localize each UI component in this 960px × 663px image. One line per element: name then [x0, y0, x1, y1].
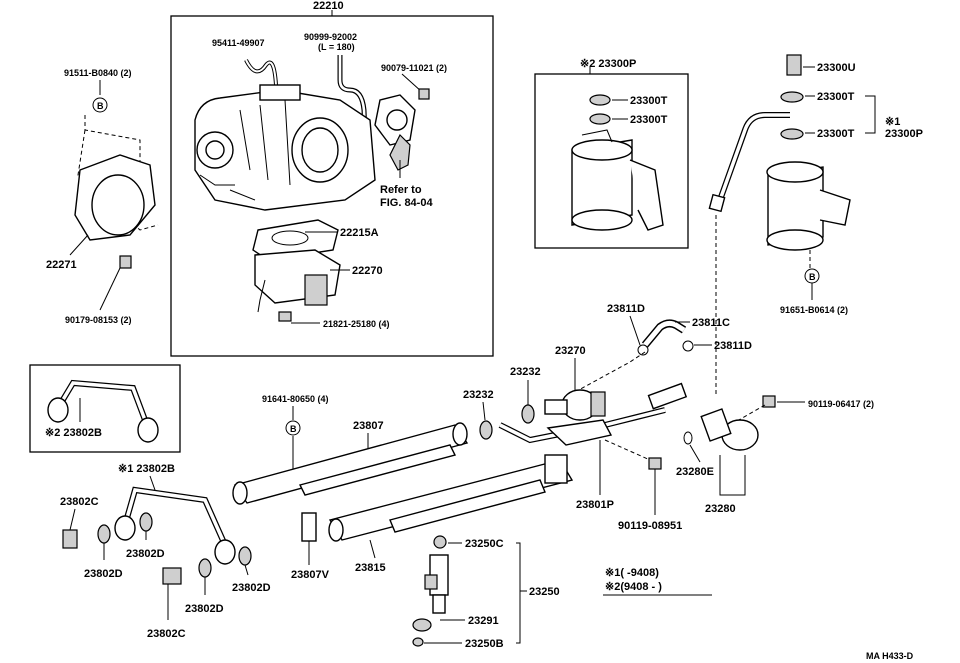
fuel-pipe-23801P — [498, 382, 688, 446]
label-23280E: 23280E — [676, 466, 714, 478]
union-bolt-23802C-a — [62, 529, 78, 549]
label-23802B-box: ※2 23802B — [45, 427, 102, 439]
label-refer-to: Refer to — [380, 184, 422, 196]
throttle-body — [194, 84, 416, 211]
washer-23300T-c — [780, 91, 804, 103]
label-23802D-c: 23802D — [232, 582, 271, 594]
label-b-mark-1: B — [97, 101, 104, 111]
crossover-group-box — [29, 364, 181, 453]
label-22215A: 22215A — [340, 227, 379, 239]
b-mark-3 — [285, 420, 301, 436]
label-fig-84-04: FIG. 84-04 — [380, 197, 433, 209]
label-23300T-b: 23300T — [630, 114, 668, 126]
label-90179-08153: 90179-08153 (2) — [65, 315, 132, 325]
o-ring-23232-a — [521, 404, 535, 424]
label-23300U: 23300U — [817, 62, 856, 74]
label-22270: 22270 — [352, 265, 383, 277]
bolt-90119-06417 — [762, 395, 776, 408]
label-90999-92002: 90999-92002 — [304, 32, 357, 42]
label-23815: 23815 — [355, 562, 386, 574]
label-23802C-b: 23802C — [147, 628, 186, 640]
label-star-1: ※1 — [885, 116, 900, 128]
label-23232-b: 23232 — [463, 389, 494, 401]
o-ring-23250B — [412, 637, 424, 647]
washer-23802D-c — [238, 546, 252, 566]
label-90119-08951: 90119-08951 — [618, 520, 682, 532]
label-b-mark-2: B — [809, 272, 816, 282]
label-22210: 22210 — [313, 0, 344, 12]
spacer-23807V — [301, 512, 317, 542]
bolt-21821 — [278, 311, 292, 322]
pulsation-damper-box — [571, 129, 664, 231]
label-23232-a: 23232 — [510, 366, 541, 378]
label-23250B: 23250B — [465, 638, 504, 650]
label-23300T-c: 23300T — [817, 91, 855, 103]
injector-23250 — [424, 535, 449, 614]
label-23802C-a: 23802C — [60, 496, 99, 508]
damper-group-box — [534, 73, 689, 249]
label-b-mark-3: B — [290, 424, 297, 434]
delivery-pipe-23815 — [328, 454, 574, 542]
union-bolt-23802C-b — [162, 567, 182, 585]
washer-23300T-d — [780, 128, 804, 140]
label-21821-25180: 21821-25180 (4) — [323, 319, 390, 329]
label-23300P-box: ※2 23300P — [580, 58, 636, 70]
label-23802D-a: 23802D — [84, 568, 123, 580]
label-91511-B0840: 91511-B0840 (2) — [64, 68, 132, 78]
label-23811D-a: 23811D — [607, 303, 645, 315]
crossover-pipe — [114, 486, 236, 565]
label-23811D-b: 23811D — [714, 340, 752, 352]
pipe-end — [708, 193, 726, 213]
gasket-22271 — [74, 154, 156, 241]
washer-23300T-a — [589, 94, 611, 106]
insulator-23291 — [412, 618, 432, 632]
legend-star-1: ※1( -9408) — [605, 567, 659, 579]
label-23250C: 23250C — [465, 538, 504, 550]
o-ring-23232-b — [479, 420, 493, 440]
label-22271: 22271 — [46, 259, 77, 271]
label-91651-B0614: 91651-B0614 (2) — [780, 305, 848, 315]
label-23802B: ※1 23802B — [118, 463, 175, 475]
gasket-22215A — [252, 219, 339, 261]
washer-23802D-d — [198, 558, 212, 578]
screw-90079 — [418, 88, 430, 100]
label-91641-80650: 91641-80650 (4) — [262, 394, 329, 404]
label-23250: 23250 — [529, 586, 560, 598]
crossover-pipe-box — [47, 379, 159, 443]
pressure-regulator-23280 — [700, 408, 759, 451]
label-90119-06417: 90119-06417 (2) — [808, 399, 874, 409]
nut-90179 — [119, 255, 132, 269]
label-23270: 23270 — [555, 345, 586, 357]
label-95411-49907: 95411-49907 — [212, 38, 265, 48]
washer-23802D-b — [139, 512, 153, 532]
label-90079-11021: 90079-11021 (2) — [381, 63, 447, 73]
isc-valve-22270 — [254, 249, 341, 313]
figure-code: MA H433-D — [866, 651, 914, 661]
label-23811C: 23811C — [692, 317, 730, 329]
label-23807: 23807 — [353, 420, 384, 432]
o-ring-23280E — [683, 431, 693, 445]
label-23300P: 23300P — [885, 128, 923, 140]
bolt-23300U — [786, 54, 802, 76]
legend-star-2: ※2(9408 - ) — [605, 581, 662, 593]
pulsation-damper-right — [766, 161, 851, 251]
label-23802D-b: 23802D — [126, 548, 165, 560]
label-23300T-a: 23300T — [630, 95, 668, 107]
pressure-regulator-23270 — [544, 389, 606, 421]
clip-23811D-b — [682, 340, 694, 352]
label-23807V: 23807V — [291, 569, 330, 581]
bolt-90119-08951 — [648, 457, 662, 470]
label-23300T-d: 23300T — [817, 128, 855, 140]
clip-23811D-a — [637, 344, 649, 356]
washer-23300T-b — [589, 113, 611, 125]
washer-23802D-a — [97, 524, 111, 544]
label-hose-length: (L = 180) — [318, 42, 355, 52]
label-23280: 23280 — [705, 503, 736, 515]
label-23801P: 23801P — [576, 499, 614, 511]
b-mark-1 — [92, 97, 108, 113]
label-23802D-d: 23802D — [185, 603, 224, 615]
label-23291: 23291 — [468, 615, 499, 627]
delivery-pipe-23807 — [232, 422, 469, 505]
